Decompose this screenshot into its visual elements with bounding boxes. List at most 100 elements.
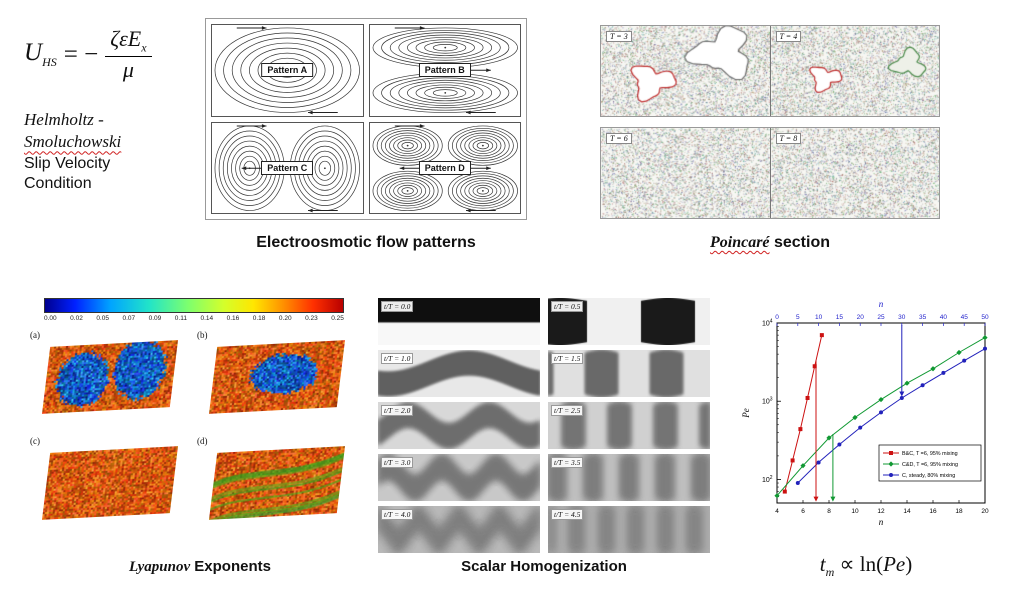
subplot-label: (a) bbox=[30, 330, 40, 340]
lyapunov-subplots: (a) (b) (c) (d) bbox=[30, 330, 360, 532]
time-label: t/T = 2.0 bbox=[381, 405, 413, 416]
colorbar-tick: 0.00 bbox=[44, 315, 57, 322]
time-label: t/T = 3.0 bbox=[381, 457, 413, 468]
time-label: t/T = 0.0 bbox=[381, 301, 413, 312]
homogenization-tile: t/T = 1.5 bbox=[548, 350, 710, 397]
colorbar-tick: 0.09 bbox=[149, 315, 162, 322]
homogenization-tile: t/T = 2.0 bbox=[378, 402, 540, 449]
homogenization-tile: t/T = 4.5 bbox=[548, 506, 710, 553]
hs-line3: Slip Velocity bbox=[24, 154, 199, 175]
lyapunov-subplot: (a) bbox=[30, 330, 185, 426]
lyapunov-surface-canvas bbox=[42, 340, 178, 414]
svg-text:12: 12 bbox=[877, 508, 885, 515]
svg-text:20: 20 bbox=[981, 508, 989, 515]
colorbar-tick: 0.16 bbox=[227, 315, 240, 322]
flow-pattern-cell-a: Pattern A bbox=[211, 24, 364, 117]
svg-text:C&D, T =6, 95% mixing: C&D, T =6, 95% mixing bbox=[902, 462, 958, 468]
svg-text:40: 40 bbox=[940, 314, 948, 321]
lyapunov-subplot: (c) bbox=[30, 436, 185, 532]
colorbar-tick: 0.11 bbox=[175, 315, 187, 322]
svg-text:n: n bbox=[879, 299, 884, 309]
homogenization-tile: t/T = 1.0 bbox=[378, 350, 540, 397]
homogenization-tile: t/T = 3.0 bbox=[378, 454, 540, 501]
svg-text:18: 18 bbox=[955, 508, 963, 515]
poincare-panel-top: T = 3 T = 4 bbox=[600, 25, 940, 117]
poincare-caption: Poincaré section bbox=[600, 234, 940, 252]
svg-text:4: 4 bbox=[775, 508, 779, 515]
pattern-label: Pattern A bbox=[261, 63, 313, 77]
hs-line4: Condition bbox=[24, 174, 199, 195]
subplot-label: (c) bbox=[30, 436, 40, 446]
colorbar-gradient bbox=[44, 298, 344, 313]
svg-text:35: 35 bbox=[919, 314, 927, 321]
poincare-section-panel-3: T = 6 bbox=[601, 128, 771, 218]
lyapunov-caption-rest: Exponents bbox=[194, 558, 271, 575]
svg-text:10: 10 bbox=[815, 314, 823, 321]
lyapunov-caption-word: Lyapunov bbox=[129, 559, 190, 575]
flow-caption: Electroosmotic flow patterns bbox=[205, 234, 527, 252]
subplot-label: (b) bbox=[197, 330, 208, 340]
colorbar-tick: 0.02 bbox=[70, 315, 83, 322]
svg-text:n: n bbox=[879, 517, 884, 527]
time-label: t/T = 4.0 bbox=[381, 509, 413, 520]
svg-text:B&C, T =6, 95% mixing: B&C, T =6, 95% mixing bbox=[902, 451, 958, 457]
poincare-caption-rest: section bbox=[774, 234, 830, 251]
mixing-chart: 4681012141618200510152025303540455010210… bbox=[735, 293, 997, 545]
svg-text:104: 104 bbox=[762, 319, 773, 328]
period-label: T = 6 bbox=[606, 133, 632, 144]
svg-text:50: 50 bbox=[981, 314, 989, 321]
poincare-section-panel-2: T = 4 bbox=[771, 26, 940, 116]
eq-numerator: ζεEx bbox=[105, 26, 151, 57]
flow-pattern-grid: Pattern A Pattern B Pattern C Pattern D bbox=[205, 18, 527, 220]
pattern-label: Pattern C bbox=[261, 161, 313, 175]
svg-text:14: 14 bbox=[903, 508, 911, 515]
lyapunov-subplot: (b) bbox=[197, 330, 352, 426]
time-label: t/T = 0.5 bbox=[551, 301, 583, 312]
poincare-panel-bottom: T = 6T = 8 bbox=[600, 127, 940, 219]
hs-equation: UHS = − ζεEx μ bbox=[24, 26, 199, 83]
lyapunov-colorbar: 0.00 0.02 0.05 0.07 0.09 0.11 0.14 0.16 0.18 0.20… bbox=[44, 298, 344, 322]
eq-denominator: μ bbox=[123, 57, 134, 83]
poincare-caption-word: Poincaré bbox=[710, 234, 770, 251]
lyapunov-caption: Lyapunov Exponents bbox=[40, 558, 360, 576]
lyapunov-surface-canvas bbox=[209, 340, 345, 414]
homogenization-caption: Scalar Homogenization bbox=[378, 558, 710, 575]
colorbar-tick: 0.14 bbox=[200, 315, 213, 322]
lyapunov-surface-canvas bbox=[42, 446, 178, 520]
time-label: t/T = 3.5 bbox=[551, 457, 583, 468]
colorbar-tick: 0.07 bbox=[122, 315, 135, 322]
time-label: t/T = 1.5 bbox=[551, 353, 583, 364]
eq-fraction: ζεEx μ bbox=[105, 26, 151, 83]
colorbar-tick: 0.23 bbox=[305, 315, 318, 322]
svg-text:Pe: Pe bbox=[741, 408, 751, 419]
colorbar-ticks: 0.00 0.02 0.05 0.07 0.09 0.11 0.14 0.16 0.18 0.20… bbox=[44, 315, 344, 322]
svg-text:25: 25 bbox=[877, 314, 885, 321]
homogenization-tile: t/T = 4.0 bbox=[378, 506, 540, 553]
mixing-chart-svg: 4681012141618200510152025303540455010210… bbox=[735, 293, 997, 545]
time-label: t/T = 4.5 bbox=[551, 509, 583, 520]
flow-pattern-cell-c: Pattern C bbox=[211, 122, 364, 215]
flow-pattern-cell-b: Pattern B bbox=[369, 24, 522, 117]
svg-text:20: 20 bbox=[857, 314, 865, 321]
poincare-section-panel-1: T = 3 bbox=[601, 26, 771, 116]
lyapunov-surface-canvas bbox=[209, 446, 345, 520]
svg-text:30: 30 bbox=[898, 314, 906, 321]
svg-text:5: 5 bbox=[796, 314, 800, 321]
period-label: T = 3 bbox=[606, 31, 632, 42]
homogenization-tile: t/T = 0.0 bbox=[378, 298, 540, 345]
lyapunov-subplot: (d) bbox=[197, 436, 352, 532]
colorbar-tick: 0.25 bbox=[331, 315, 344, 322]
svg-text:6: 6 bbox=[801, 508, 805, 515]
pattern-label: Pattern D bbox=[419, 161, 471, 175]
colorbar-tick: 0.18 bbox=[253, 315, 266, 322]
subplot-label: (d) bbox=[197, 436, 208, 446]
svg-text:102: 102 bbox=[762, 475, 773, 484]
colorbar-tick: 0.20 bbox=[279, 315, 292, 322]
svg-text:10: 10 bbox=[851, 508, 859, 515]
colorbar-tick: 0.05 bbox=[96, 315, 109, 322]
homogenization-tile: t/T = 0.5 bbox=[548, 298, 710, 345]
period-label: T = 4 bbox=[776, 31, 802, 42]
pattern-label: Pattern B bbox=[419, 63, 471, 77]
mixing-time-caption: tm ∝ ln(Pe) bbox=[756, 552, 976, 580]
